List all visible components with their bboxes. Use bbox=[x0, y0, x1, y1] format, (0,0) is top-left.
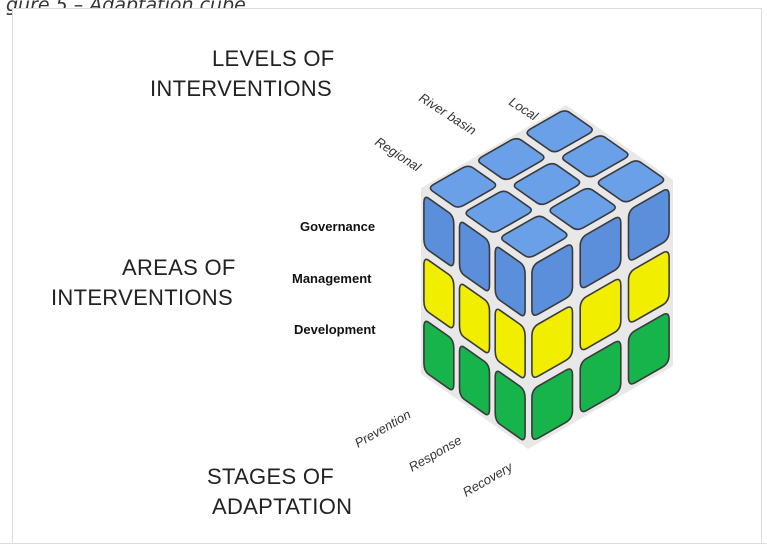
area-label-governance: Governance bbox=[300, 219, 375, 234]
top-tile-1-2 bbox=[562, 135, 629, 178]
right-tile-governance-0 bbox=[531, 244, 574, 316]
right-tile-management-2 bbox=[627, 251, 670, 323]
left-tile-management-0 bbox=[494, 308, 526, 379]
left-tile-development-0 bbox=[494, 370, 526, 441]
left-tile-development-1 bbox=[458, 345, 491, 416]
top-tile-0-2 bbox=[597, 160, 665, 203]
level-label-river-basin: River basin bbox=[416, 90, 479, 138]
heading-areas-line-1: AREAS OF bbox=[122, 255, 236, 280]
stage-label-recovery: Recovery bbox=[460, 458, 516, 499]
cube-right-face bbox=[531, 189, 670, 440]
heading-levels-line-2: INTERVENTIONS bbox=[150, 76, 332, 101]
heading-levels-of-interventions: LEVELS OF INTERVENTIONS bbox=[150, 46, 335, 101]
left-tile-management-2 bbox=[423, 258, 455, 329]
top-tile-2-0 bbox=[429, 165, 497, 208]
top-tile-1-1 bbox=[513, 162, 581, 206]
right-tile-development-1 bbox=[579, 340, 622, 413]
level-label-regional: Regional bbox=[372, 134, 424, 175]
heading-levels-line-1: LEVELS OF bbox=[212, 46, 335, 71]
heading-areas-of-interventions: AREAS OF INTERVENTIONS bbox=[51, 255, 236, 310]
left-tile-governance-2 bbox=[423, 196, 455, 267]
right-tile-development-2 bbox=[627, 313, 670, 385]
right-tile-management-1 bbox=[579, 278, 622, 351]
stage-label-response: Response bbox=[406, 432, 464, 474]
left-tile-governance-0 bbox=[494, 246, 526, 317]
divider bbox=[0, 543, 767, 544]
top-tile-0-1 bbox=[549, 187, 616, 231]
top-tile-0-0 bbox=[501, 215, 568, 258]
right-tile-governance-1 bbox=[579, 216, 622, 289]
left-tile-development-2 bbox=[423, 320, 455, 391]
right-tile-governance-2 bbox=[627, 189, 670, 261]
cube-left-face bbox=[423, 196, 526, 441]
top-tile-1-0 bbox=[465, 190, 532, 233]
heading-areas-line-2: INTERVENTIONS bbox=[51, 285, 233, 310]
level-label-local: Local bbox=[506, 94, 541, 124]
area-label-development: Development bbox=[294, 322, 376, 337]
top-tile-2-2 bbox=[526, 110, 593, 153]
stage-label-prevention: Prevention bbox=[352, 407, 413, 451]
right-tile-development-0 bbox=[531, 368, 574, 440]
top-tile-2-1 bbox=[478, 137, 545, 181]
left-tile-management-1 bbox=[458, 283, 491, 354]
heading-stages-line-1: STAGES OF bbox=[207, 464, 334, 489]
heading-stages-of-adaptation: STAGES OF ADAPTATION bbox=[207, 464, 352, 519]
area-label-management: Management bbox=[292, 271, 372, 286]
left-tile-governance-1 bbox=[458, 221, 491, 292]
right-tile-management-0 bbox=[531, 306, 574, 378]
heading-stages-line-2: ADAPTATION bbox=[212, 494, 352, 519]
